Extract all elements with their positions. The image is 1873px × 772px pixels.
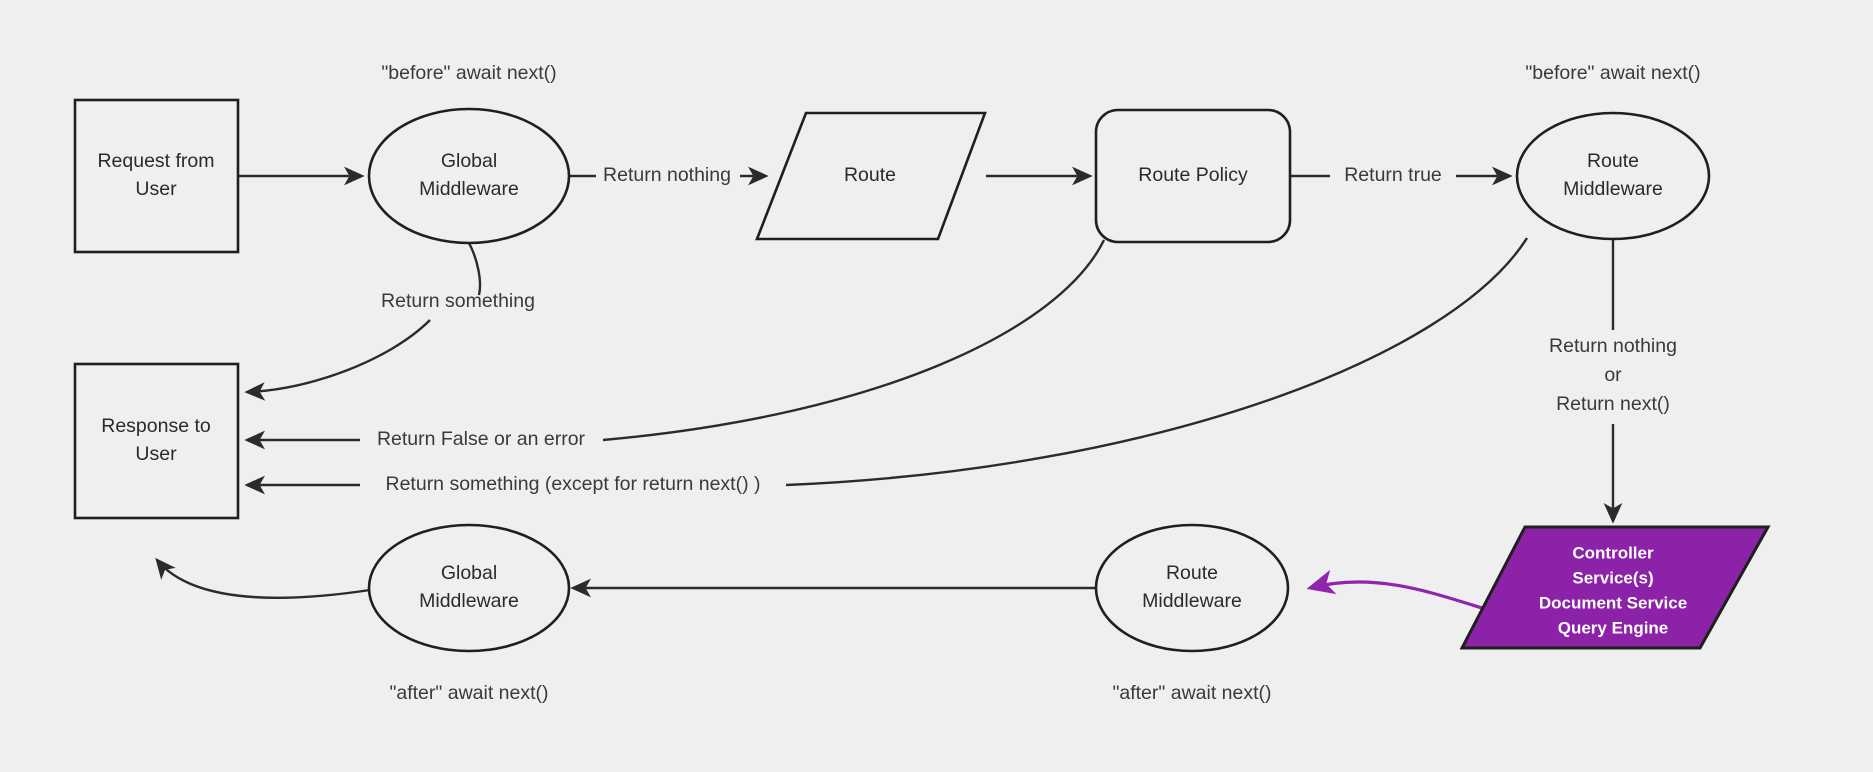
node-global-middleware-bottom-label-line2: Middleware: [419, 590, 519, 612]
node-route[interactable]: Route: [755, 111, 987, 241]
edge-global-middleware-return-something-b: [244, 319, 431, 401]
edge-label-return-true: Return true: [1344, 164, 1442, 186]
edge-label-return-something-except: Return something (except for return next…: [386, 473, 761, 495]
note-after-await-next-route: "after" await next(): [1112, 682, 1271, 704]
edge-label-return-false-or-error: Return False or an error: [377, 428, 586, 450]
node-request-from-user-label-line2: User: [135, 178, 177, 200]
edge-controller-to-route-middleware-bottom: [1306, 569, 1506, 617]
node-route-policy-label: Route Policy: [1138, 164, 1248, 186]
note-before-await-next-global: "before" await next(): [381, 62, 556, 84]
edge-label-return-nothing-or-next-line3: Return next(): [1556, 393, 1670, 415]
node-route-middleware-top-label-line1: Route: [1587, 150, 1639, 172]
node-route-middleware-bottom-label-line1: Route: [1166, 562, 1218, 584]
edge-global-middleware-bottom-to-response: [155, 557, 371, 599]
node-route-policy[interactable]: Route Policy: [1094, 108, 1292, 244]
node-controller-services-line1: Controller: [1572, 543, 1654, 562]
edge-route-policy-return-false: [602, 239, 1106, 442]
node-response-to-user-label-line1: Response to: [101, 415, 211, 437]
edge-label-return-something: Return something: [381, 290, 535, 312]
node-route-middleware-top[interactable]: Route Middleware: [1515, 111, 1711, 241]
node-global-middleware-bottom-label-line1: Global: [441, 562, 497, 584]
node-controller-services-line2: Service(s): [1572, 568, 1653, 587]
edge-label-return-nothing: Return nothing: [603, 164, 731, 186]
node-global-middleware-top-label-line2: Middleware: [419, 178, 519, 200]
node-controller-services-line3: Document Service: [1539, 593, 1687, 612]
node-global-middleware-top[interactable]: Global Middleware: [367, 107, 571, 245]
node-controller-services[interactable]: Controller Service(s) Document Service Q…: [1459, 525, 1771, 650]
edge-label-return-nothing-or-next-line1: Return nothing: [1549, 335, 1677, 357]
node-route-middleware-top-label-line2: Middleware: [1563, 178, 1663, 200]
note-after-await-next-global: "after" await next(): [389, 682, 548, 704]
edge-global-middleware-return-something-a: [467, 242, 482, 296]
node-global-middleware-bottom[interactable]: Global Middleware: [367, 523, 571, 653]
node-route-middleware-bottom-label-line2: Middleware: [1142, 590, 1242, 612]
node-response-to-user-label-line2: User: [135, 443, 177, 465]
node-controller-services-line4: Query Engine: [1558, 618, 1669, 637]
node-route-middleware-bottom[interactable]: Route Middleware: [1094, 523, 1290, 653]
node-route-label: Route: [844, 164, 896, 186]
edge-route-middleware-return-something-except: [785, 237, 1529, 487]
node-request-from-user[interactable]: Request from User: [73, 98, 240, 254]
edge-label-return-nothing-or-next-line2: or: [1604, 364, 1622, 386]
note-before-await-next-route: "before" await next(): [1525, 62, 1700, 84]
node-request-from-user-label-line1: Request from: [97, 150, 214, 172]
node-global-middleware-top-label-line1: Global: [441, 150, 497, 172]
node-response-to-user[interactable]: Response to User: [73, 362, 240, 520]
